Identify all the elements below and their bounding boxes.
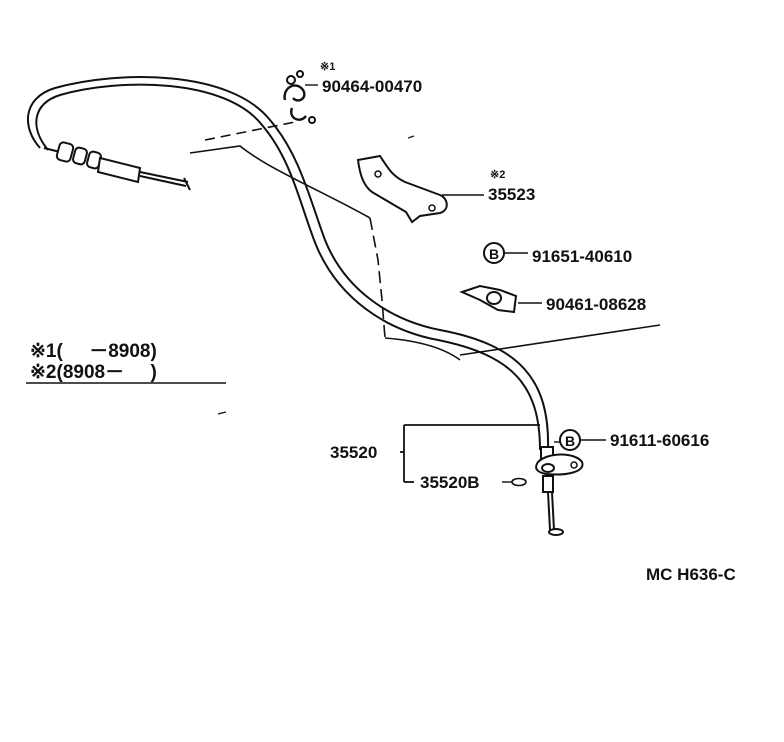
bolt-lower-number: 91611-60616	[610, 431, 709, 450]
cable-end-adjuster	[43, 141, 191, 191]
clip-top-marker: ※1	[320, 61, 335, 73]
b-badge-lower: B	[559, 429, 581, 451]
clip-mid-part	[459, 284, 542, 314]
b-badge-upper: B	[483, 242, 505, 264]
bracket-number: 35523	[488, 185, 535, 204]
cable-lower-fitting	[535, 441, 584, 536]
bracket-marker: ※2	[490, 169, 505, 181]
clip-mid-number: 90461-08628	[546, 295, 646, 314]
clip-top-number: 90464-00470	[322, 77, 422, 96]
diagram-code: MC H636-C	[646, 565, 736, 584]
legend-note-1: ※1( －8908)	[30, 341, 157, 362]
cable-assy-number: 35520	[330, 443, 377, 462]
svg-text:B: B	[489, 246, 499, 262]
svg-text:B: B	[565, 433, 575, 449]
legend-note-2: ※2(8908－ )	[30, 362, 157, 383]
body-outline	[189, 121, 661, 415]
callout-bracket	[400, 424, 540, 487]
bolt-b-number: 91651-40610	[532, 247, 632, 266]
cable-sub-number: 35520B	[420, 473, 480, 492]
clip-top-part	[283, 70, 318, 124]
throttle-cable	[27, 76, 550, 451]
legend: ※1( －8908) ※2(8908－ )	[26, 341, 226, 384]
bracket-part	[356, 154, 484, 224]
